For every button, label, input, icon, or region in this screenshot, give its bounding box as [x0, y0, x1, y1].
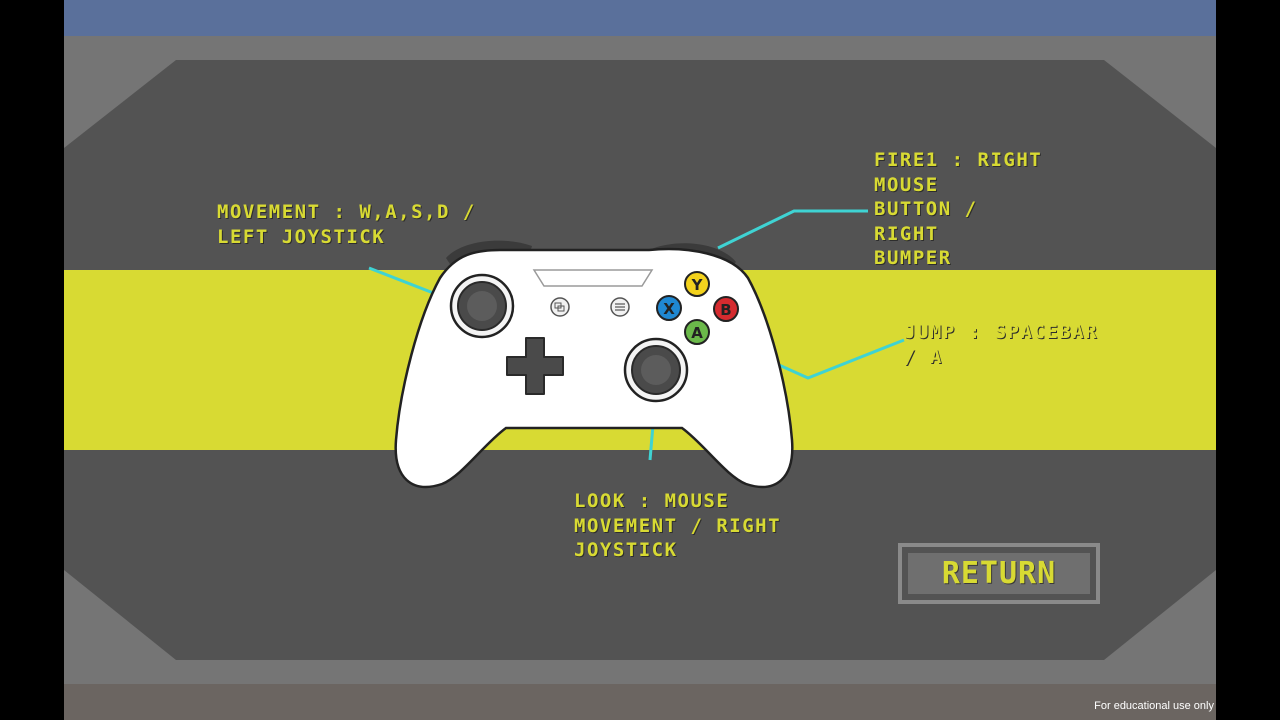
- view-button-icon: [550, 297, 570, 317]
- svg-text:A: A: [691, 324, 703, 342]
- look-label: LOOK : MOUSE MOVEMENT / RIGHT JOYSTICK: [574, 490, 782, 561]
- a-button: A: [684, 319, 710, 345]
- controller-notch: [532, 269, 654, 287]
- right-joystick-icon: [623, 337, 689, 403]
- b-button: B: [713, 296, 739, 322]
- left-joystick-icon: [449, 273, 515, 339]
- game-viewport: Y X B A MOVEMENT : W,A,S,D / LEFT JOYSTI…: [64, 0, 1216, 720]
- ground-background: [64, 684, 1216, 720]
- return-button-label: RETURN: [908, 553, 1090, 594]
- fire-label: FIRE1 : RIGHT MOUSE BUTTON / RIGHT BUMPE…: [874, 149, 1043, 269]
- controller-icon: Y X B A: [394, 240, 794, 489]
- controls-panel: Y X B A: [64, 60, 1216, 660]
- svg-text:Y: Y: [691, 276, 704, 294]
- fire-pointer: [717, 209, 868, 250]
- watermark-text: For educational use only: [1094, 700, 1214, 712]
- sky-background: [64, 0, 1216, 38]
- svg-text:B: B: [720, 301, 731, 319]
- svg-text:X: X: [663, 300, 675, 318]
- x-button: X: [656, 295, 682, 321]
- y-button: Y: [684, 271, 710, 297]
- movement-label: MOVEMENT : W,A,S,D / LEFT JOYSTICK: [217, 201, 476, 248]
- dpad-icon: [506, 337, 564, 395]
- menu-button-icon: [610, 297, 630, 317]
- jump-label: JUMP : SPACEBAR / A: [904, 321, 1099, 368]
- return-button[interactable]: RETURN: [898, 543, 1100, 604]
